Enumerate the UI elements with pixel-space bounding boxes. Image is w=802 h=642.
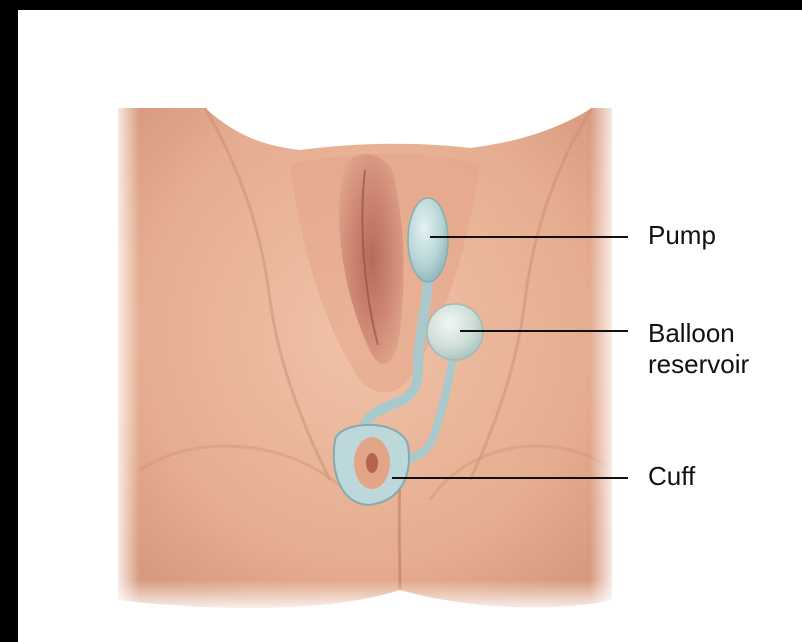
pump-label: Pump xyxy=(648,220,716,251)
pump-bulb xyxy=(408,198,448,282)
cuff-label: Cuff xyxy=(648,461,695,492)
balloon-reservoir-label: Balloon reservoir xyxy=(648,318,749,380)
body-shape xyxy=(112,100,618,614)
balloon-label-line2: reservoir xyxy=(648,349,749,380)
balloon-label-line1: Balloon xyxy=(648,318,749,349)
